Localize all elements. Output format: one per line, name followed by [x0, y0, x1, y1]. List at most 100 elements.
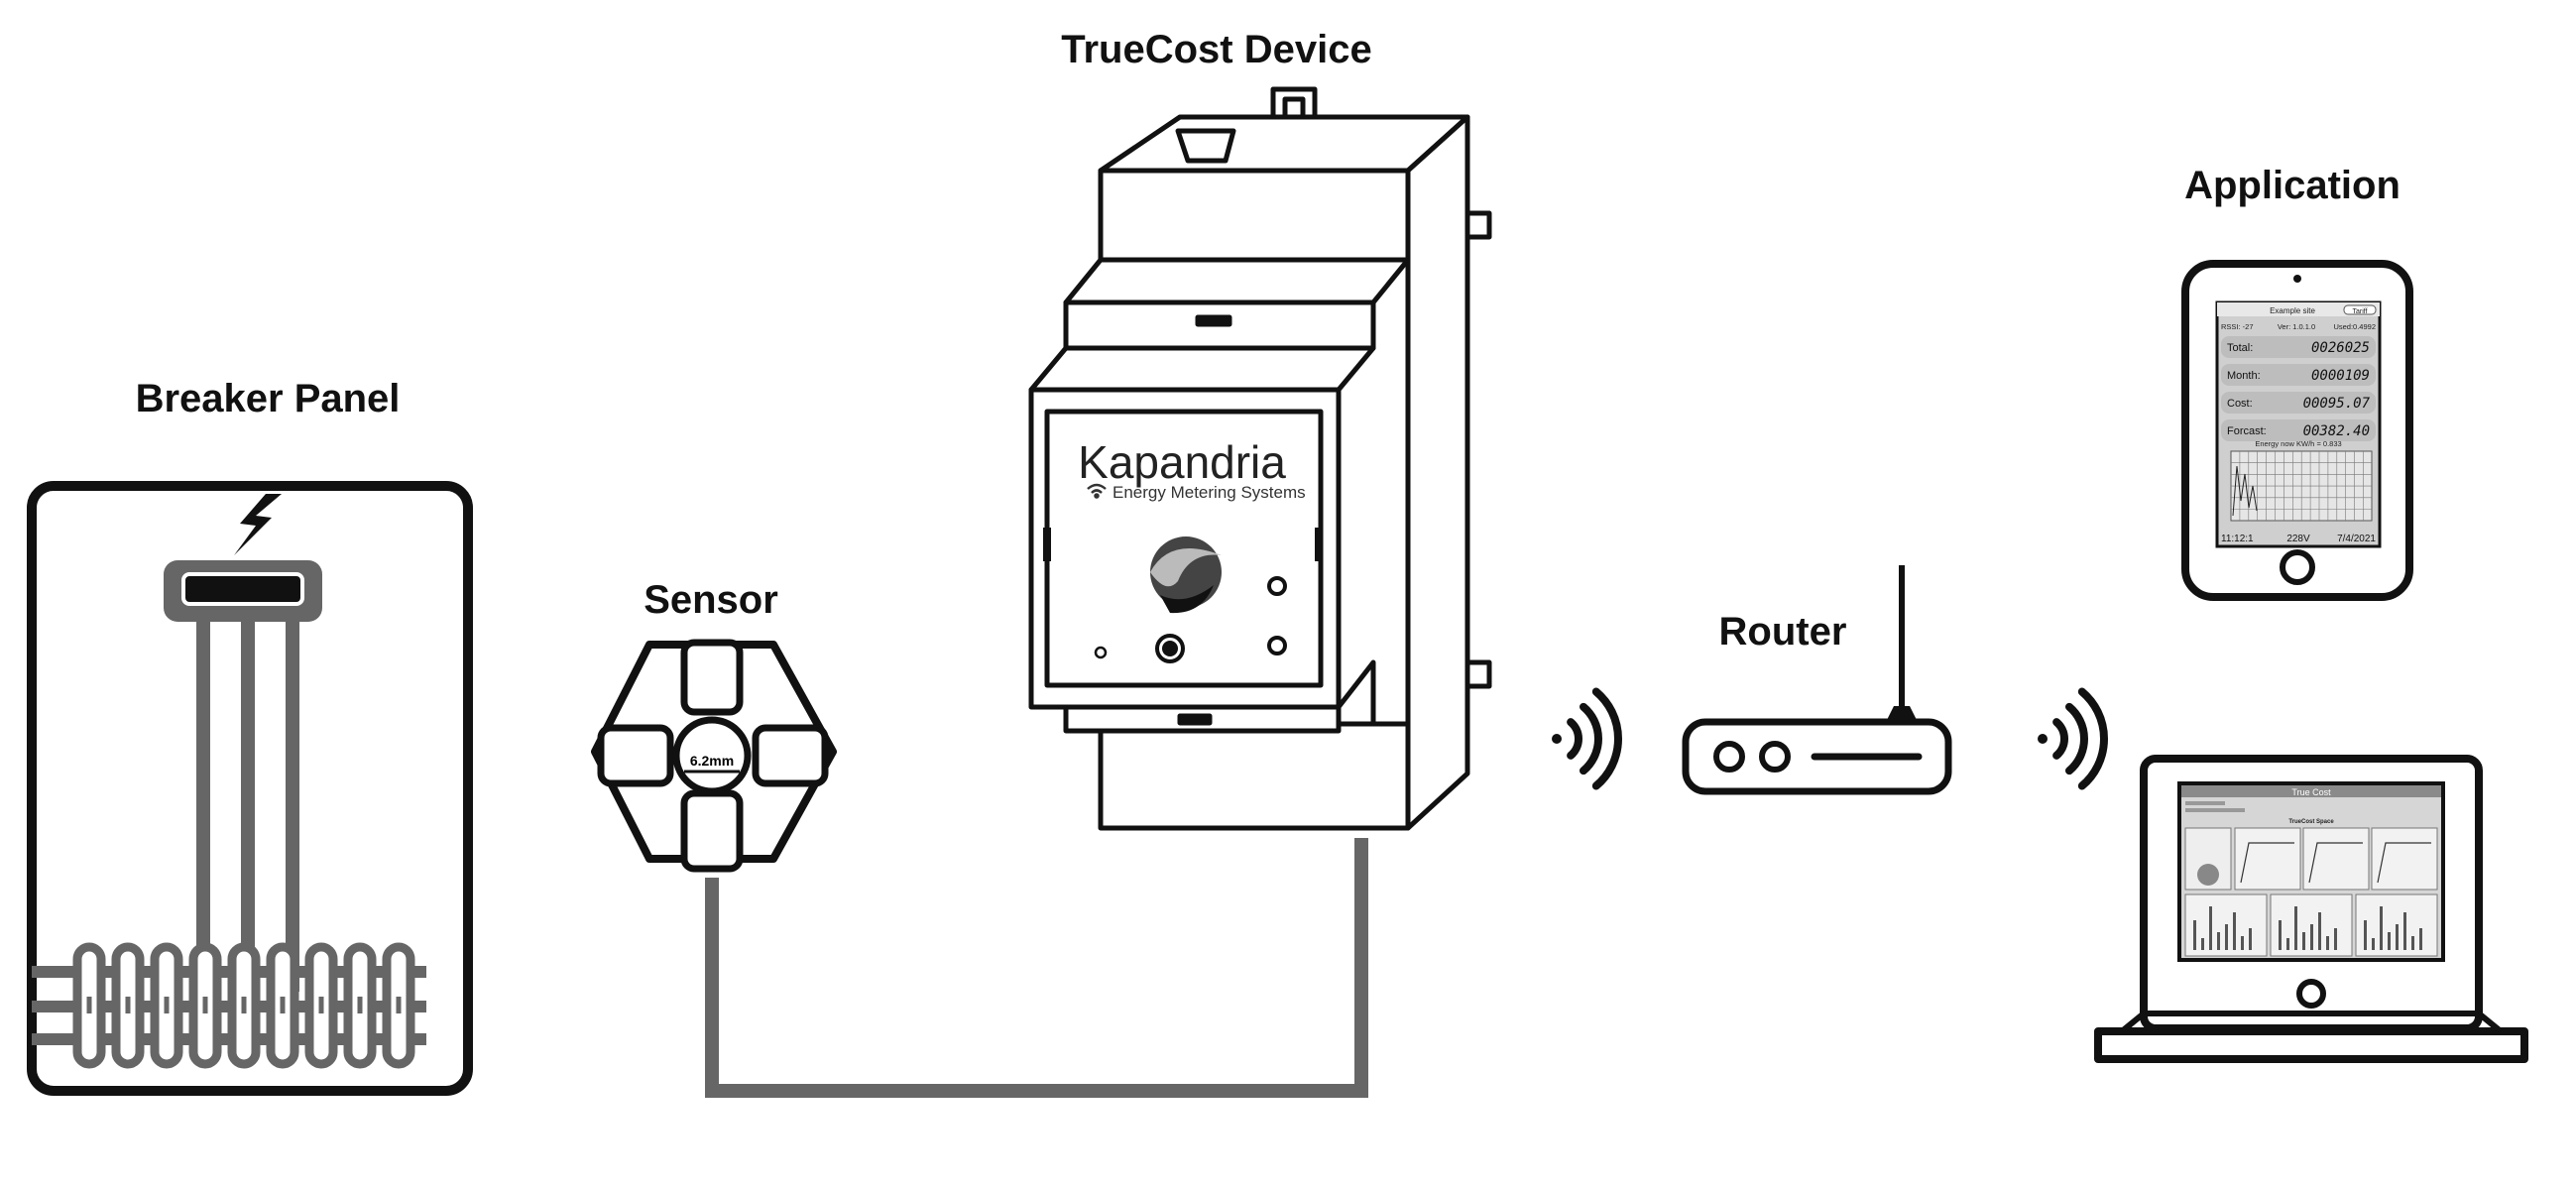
laptop-chart-bar — [2372, 938, 2375, 950]
signal-dot — [1552, 734, 1562, 744]
phone-site-title: Example site — [2270, 306, 2315, 315]
wireless-signal-icon — [2038, 687, 2108, 790]
laptop-pie — [2197, 864, 2219, 886]
signal-arc — [2052, 718, 2068, 760]
sensor-pads — [597, 639, 829, 873]
panel-wires — [196, 615, 299, 992]
laptop-dashboard — [2184, 801, 2438, 957]
laptop-camera — [2296, 979, 2326, 1009]
laptop-chart-bar — [2403, 912, 2406, 950]
swirl-logo-icon — [1150, 536, 1222, 614]
sensor-label: Sensor — [644, 578, 778, 622]
tariff-button[interactable] — [2343, 304, 2377, 315]
laptop-chart-bar — [2310, 924, 2313, 950]
router-light-1 — [1713, 741, 1745, 773]
chart-trace — [2232, 465, 2258, 517]
clamp-slot — [181, 572, 304, 606]
laptop-chart-bar — [2279, 920, 2282, 950]
laptop-chart-bar — [2396, 924, 2399, 950]
phone-rssi: RSSI: -27 — [2221, 322, 2254, 331]
side-latch-left — [1043, 528, 1051, 561]
laptop-header: TrueCost Space — [2288, 819, 2334, 825]
laptop-chart-bar — [2193, 920, 2196, 950]
router-label: Router — [1719, 610, 1847, 654]
application-label: Application — [2184, 164, 2400, 207]
device-front-details: Kapandria Energy Metering Systems — [1078, 436, 1306, 663]
led-upper — [1267, 576, 1287, 596]
brand-tagline: Energy Metering Systems — [1112, 483, 1306, 502]
laptop-chart-bar — [2249, 928, 2252, 950]
lip-slot — [1177, 713, 1213, 726]
phone-version: Ver: 1.0.1.0 — [2278, 322, 2315, 331]
reading-row — [2221, 419, 2376, 441]
laptop-chart-bar — [2419, 928, 2422, 950]
phone-used: Used:0.4992 — [2333, 322, 2376, 331]
signal-arc — [1591, 687, 1622, 790]
laptop-gauge-trace — [2308, 842, 2363, 884]
current-sensor: 6.2mm — [591, 639, 837, 873]
phone-top-bar — [2217, 302, 2380, 316]
antenna-base — [1886, 706, 1918, 722]
laptop-chart-bar — [2233, 912, 2236, 950]
reading-value: 00095.07 — [2303, 396, 2371, 412]
step-two-top — [1028, 345, 1376, 393]
laptop-gauge-panel — [2371, 827, 2438, 891]
laptop-chart-bar — [2286, 938, 2289, 950]
phone: Example site Tariff RSSI: -27 Ver: 1.0.1… — [2181, 260, 2413, 601]
router-light-2 — [1759, 741, 1791, 773]
signal-arc — [2065, 702, 2088, 775]
top-front-block — [1098, 168, 1411, 263]
laptop-gauge-panel — [2302, 827, 2370, 891]
device-label: TrueCost Device — [1061, 28, 1371, 71]
laptop-chart-bar — [2294, 906, 2297, 950]
led-small — [1094, 646, 1108, 659]
rail-clip-top — [1464, 210, 1492, 240]
wifi-logo-icon — [1087, 483, 1107, 499]
phone-date: 7/4/2021 — [2337, 534, 2376, 544]
brand-name: Kapandria — [1078, 436, 1286, 488]
side-latch-right — [1315, 528, 1323, 561]
signal-arc — [1580, 702, 1602, 775]
laptop-title-bar — [2181, 785, 2441, 797]
lightning-bolt-icon — [234, 494, 282, 555]
top-connector-hole — [1282, 96, 1306, 120]
reading-label: Total: — [2227, 342, 2253, 354]
laptop-chart-bar — [2411, 936, 2414, 950]
breaker-panel-label: Breaker Panel — [136, 377, 401, 420]
reading-row — [2221, 364, 2376, 386]
sensor-diameter: 6.2mm — [690, 753, 734, 769]
laptop-gauge-trace — [2240, 842, 2294, 884]
sensor-aperture — [672, 716, 752, 795]
reading-value: 0026025 — [2311, 340, 2370, 356]
phone-chart-title: Energy now KW/h = 0.833 — [2255, 439, 2341, 448]
sensor-cable — [705, 838, 1368, 1098]
device-right-side — [1405, 114, 1470, 831]
breaker-row — [72, 942, 415, 1069]
device-button-core — [1162, 641, 1178, 656]
laptop-chart-bar — [2209, 906, 2212, 950]
rail-clip-bottom — [1464, 659, 1492, 689]
truecost-device — [1028, 86, 1492, 831]
reading-row — [2221, 336, 2376, 358]
laptop-chart-bar — [2241, 936, 2244, 950]
router — [1682, 565, 1952, 795]
phone-camera — [2293, 275, 2301, 283]
laptop-chart-bar — [2217, 932, 2220, 950]
laptop-hinge — [2120, 1011, 2503, 1034]
laptop-gauge-panel — [2234, 827, 2301, 891]
phone-home-button[interactable] — [2280, 549, 2315, 585]
wireless-signal-icon — [1552, 687, 1622, 790]
laptop-menu — [2185, 801, 2225, 805]
device-top-face — [1098, 114, 1470, 174]
tariff-button-label: Tariff — [2352, 308, 2367, 315]
laptop-chart-bar — [2318, 912, 2321, 950]
reading-label: Forcast: — [2227, 425, 2267, 437]
laptop-chart-bar — [2388, 932, 2391, 950]
signal-dot — [2038, 734, 2048, 744]
device-base — [1098, 721, 1411, 831]
laptop-chart-bar — [2364, 920, 2367, 950]
base-bevel — [1336, 659, 1376, 727]
laptop-base — [2094, 1027, 2528, 1063]
breaker-panel — [27, 481, 473, 1096]
